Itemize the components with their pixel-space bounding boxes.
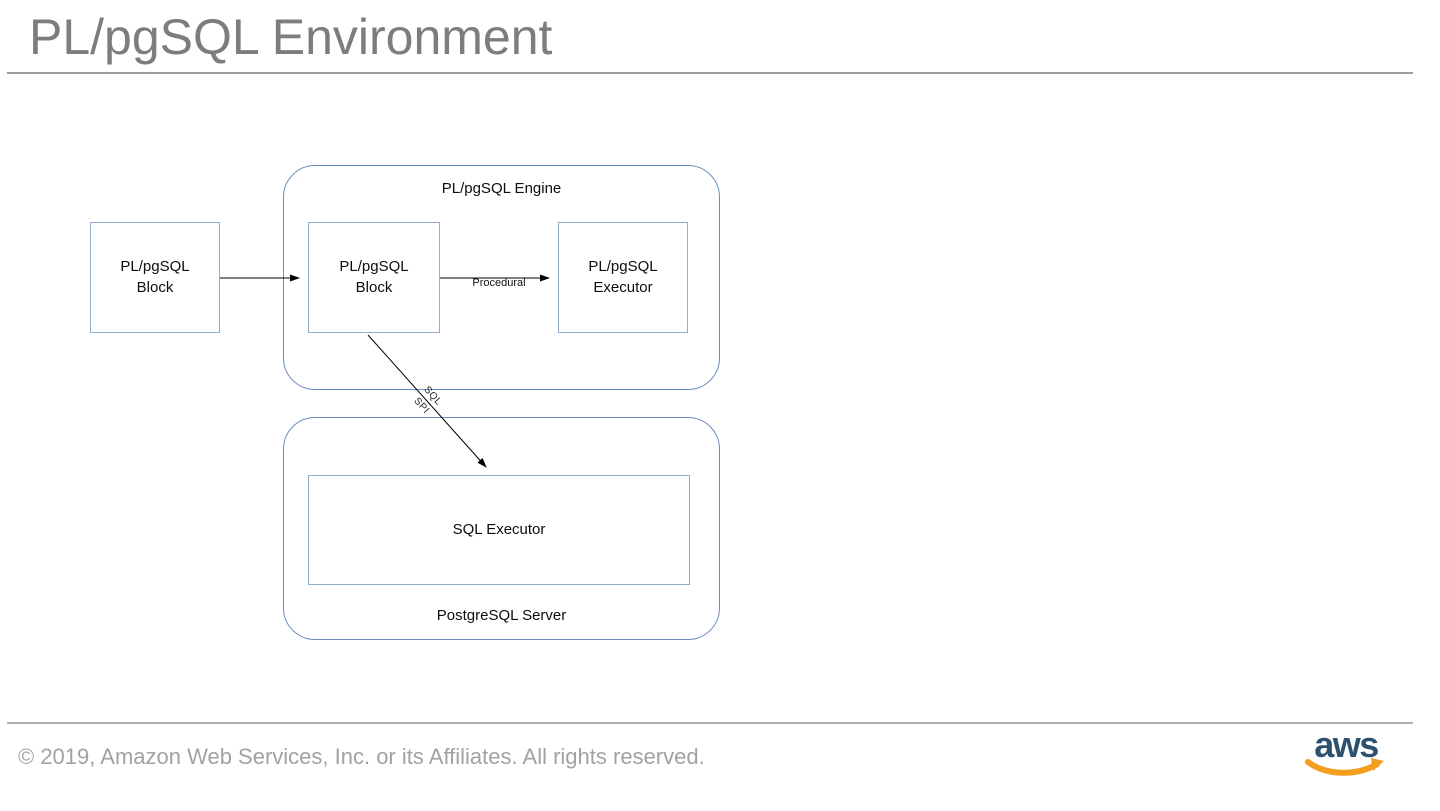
- container-label-engine: PL/pgSQL Engine: [441, 180, 562, 197]
- title-divider: [7, 72, 1413, 74]
- node-plpgsql-executor: PL/pgSQL Executor: [558, 222, 688, 333]
- node-plpgsql-block-inner: PL/pgSQL Block: [308, 222, 440, 333]
- aws-smile-icon: [1305, 759, 1380, 776]
- copyright-text: © 2019, Amazon Web Services, Inc. or its…: [18, 744, 705, 769]
- container-label-server: PostgreSQL Server: [436, 607, 567, 624]
- node-sql-executor: SQL Executor: [308, 475, 690, 585]
- container-postgresql-server: PostgreSQL Server: [283, 417, 720, 640]
- edge-label-procedural: Procedural: [472, 277, 526, 289]
- footer-divider: [7, 722, 1413, 724]
- page-title: PL/pgSQL Environment: [29, 9, 553, 65]
- node-plpgsql-block-outer: PL/pgSQL Block: [90, 222, 220, 333]
- aws-smile-tip-icon: [1371, 758, 1384, 771]
- aws-logo: aws: [1305, 726, 1384, 776]
- aws-logo-text: aws: [1314, 726, 1378, 765]
